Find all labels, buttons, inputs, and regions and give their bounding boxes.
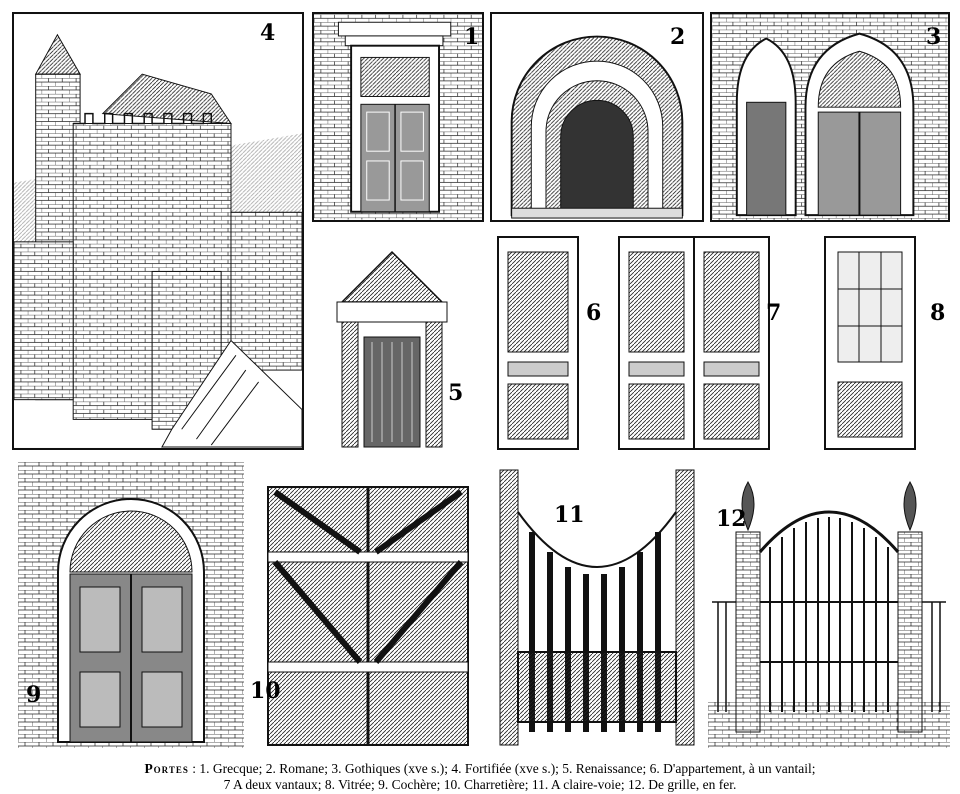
fortified-tower-panel: 4: [12, 12, 304, 450]
apartment-single-door-panel: 6: [488, 232, 608, 452]
carriage-door-illustration: [18, 462, 244, 748]
figure-number-3: 3: [926, 24, 942, 50]
double-door-illustration: [618, 236, 770, 450]
apartment-single-door-illustration: [497, 236, 579, 450]
openwork-gate-illustration: [499, 469, 695, 746]
figure-number-7: 7: [766, 300, 782, 326]
caption-text-1: : 1. Grecque; 2. Romane; 3. Gothiques (x…: [192, 761, 816, 776]
figure-number-9: 9: [26, 682, 42, 708]
greek-door-illustration: [314, 14, 482, 220]
cart-door-panel: 10: [250, 462, 486, 748]
gothic-doors-illustration: [712, 14, 948, 220]
renaissance-door-illustration: [336, 250, 448, 448]
figure-number-10: 10: [250, 678, 281, 704]
cart-door-illustration: [267, 486, 469, 746]
renaissance-door-panel: 5: [322, 232, 482, 452]
figure-number-1: 1: [464, 24, 480, 50]
figure-number-2: 2: [670, 24, 686, 50]
romanesque-door-panel: 2: [490, 12, 704, 222]
figure-number-8: 8: [930, 300, 946, 326]
figure-caption: Portes : 1. Grecque; 2. Romane; 3. Gothi…: [14, 761, 946, 793]
double-door-panel: 7: [614, 232, 784, 452]
caption-heading: Portes: [144, 761, 189, 776]
openwork-gate-panel: 11: [492, 462, 702, 748]
greek-door-panel: 1: [312, 12, 484, 222]
romanesque-door-illustration: [492, 14, 702, 220]
iron-gate-panel: 12: [708, 462, 950, 748]
gothic-doors-panel: 3: [710, 12, 950, 222]
plate: 4 1 2: [10, 10, 950, 752]
figure-number-4: 4: [260, 20, 276, 46]
figure-number-5: 5: [448, 380, 464, 406]
caption-line-1: Portes : 1. Grecque; 2. Romane; 3. Gothi…: [14, 761, 946, 777]
glazed-door-illustration: [824, 236, 916, 450]
glazed-door-panel: 8: [810, 232, 950, 452]
carriage-door-panel: 9: [18, 462, 244, 748]
iron-gate-illustration: [708, 481, 950, 748]
figure-number-11: 11: [554, 502, 585, 528]
figure-number-6: 6: [586, 300, 602, 326]
fortified-tower-illustration: [14, 15, 302, 448]
caption-line-2: 7 A deux vantaux; 8. Vitrée; 9. Cochère;…: [223, 777, 737, 792]
figure-number-12: 12: [716, 506, 747, 532]
